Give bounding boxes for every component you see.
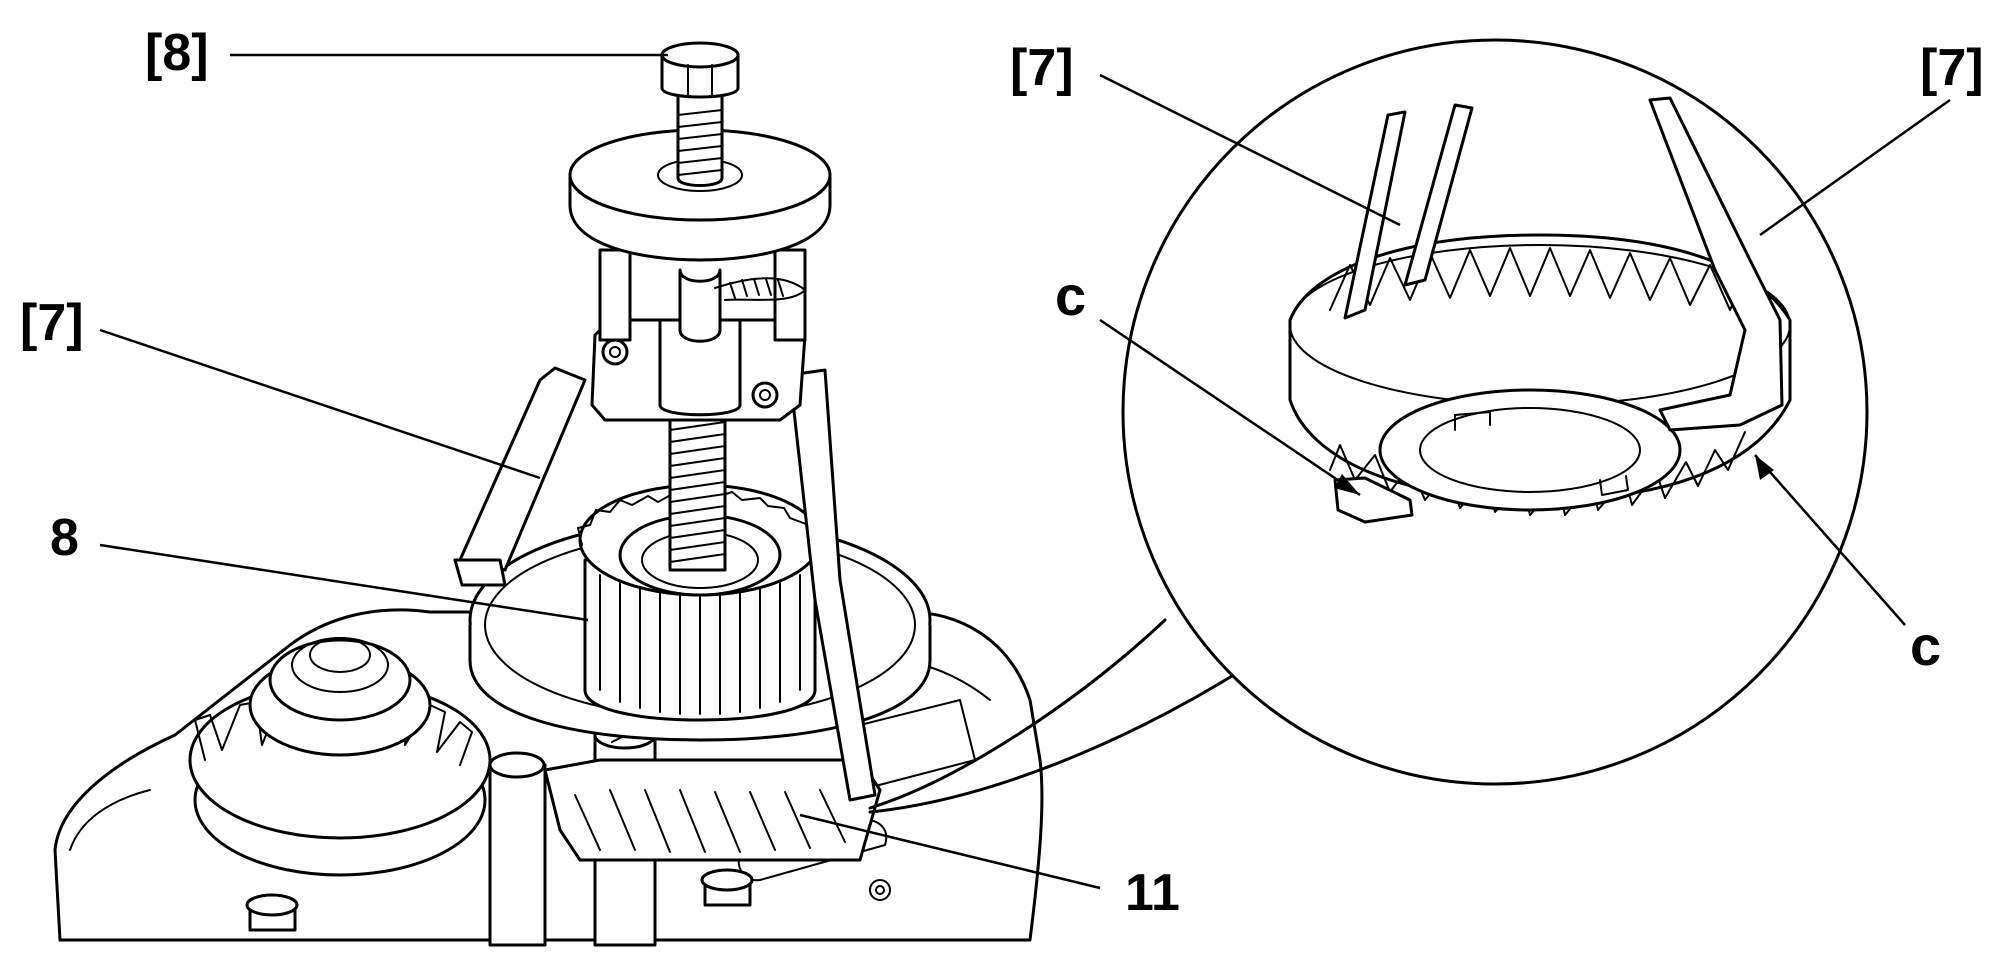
puller-tool-7 (453, 248, 877, 802)
label-notch-c-right: c (1910, 614, 1941, 677)
label-part-11: 11 (1125, 864, 1180, 922)
threaded-spindle (668, 418, 727, 572)
label-tool-8: [8] (145, 24, 209, 82)
forcing-screw-8 (660, 41, 740, 187)
left-gear-stack (188, 637, 492, 877)
label-tool-7-left: [7] (20, 294, 84, 352)
leader-lines (99, 53, 1951, 890)
detail-puller-legs-7 (1333, 96, 1784, 524)
leader-part-11 (799, 813, 1101, 890)
arrowhead-c-right (1755, 455, 1774, 480)
label-tool-7-right: [7] (1920, 39, 1984, 97)
detail-zoom-connector (868, 618, 1247, 814)
leader-notch-c-right (1754, 454, 1906, 626)
leader-tool-7-mid (1099, 73, 1401, 227)
leader-part-8 (99, 543, 589, 622)
label-notch-c-left: c (1055, 264, 1086, 327)
label-tool-7-mid: [7] (1010, 39, 1074, 97)
leader-tool-7-left (99, 328, 541, 480)
detail-gear-11 (1288, 233, 1792, 516)
label-part-8: 8 (50, 509, 79, 567)
callout-labels: [8] [7] 8 11 [7] [7] c c (20, 24, 1984, 922)
leader-notch-c-left (1099, 318, 1361, 497)
leader-tool-7-right (1759, 98, 1951, 237)
arrowhead-c-left (1334, 474, 1360, 495)
gear-11 (543, 758, 882, 862)
